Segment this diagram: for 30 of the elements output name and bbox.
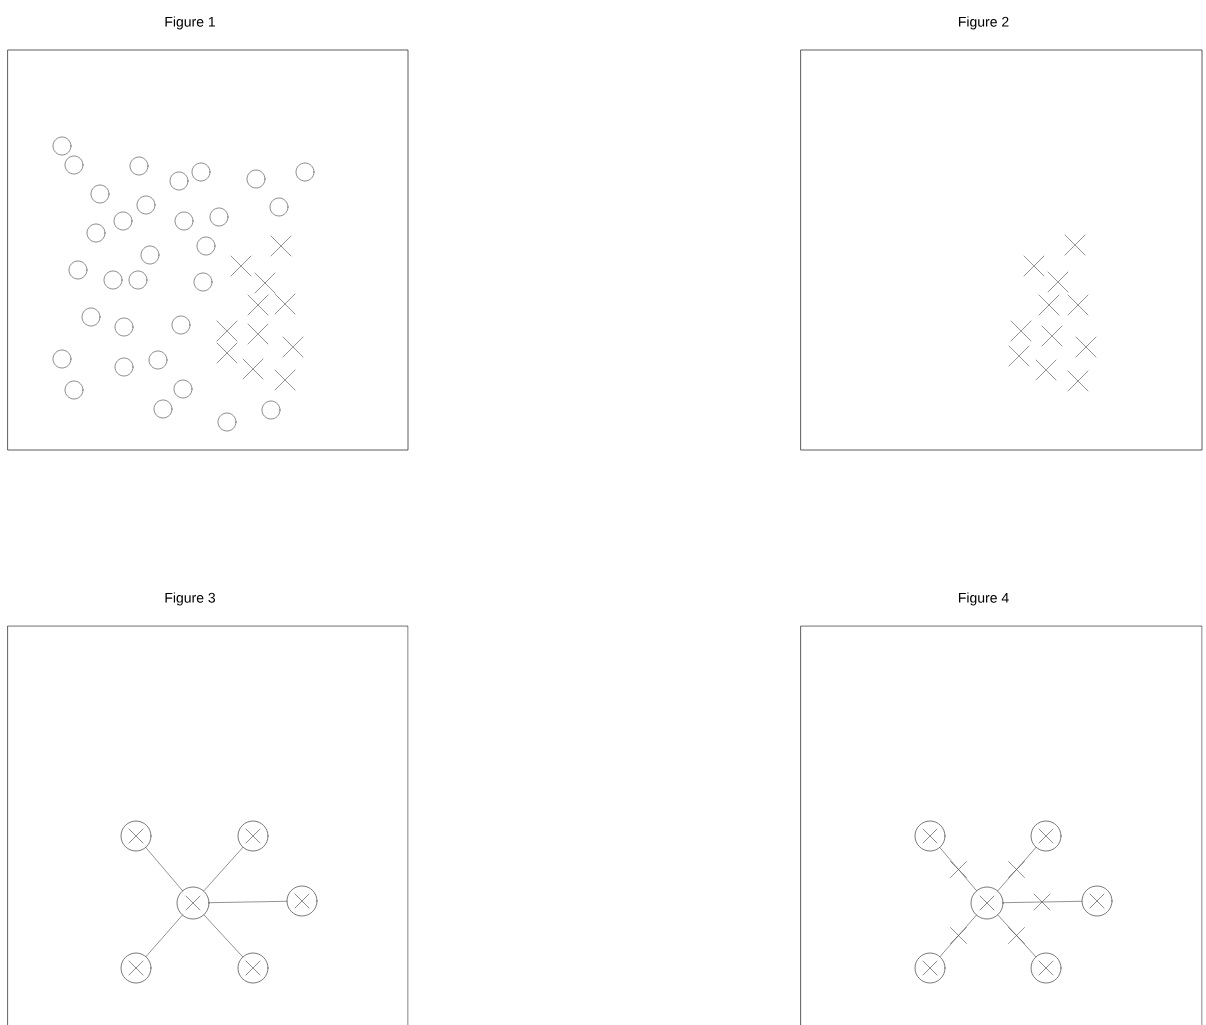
- connector-line: [1002, 901, 1083, 903]
- connector-line: [145, 847, 183, 892]
- panel-box: [800, 49, 1203, 451]
- panel-box: [7, 49, 409, 451]
- figure-heading: Figure 4: [959, 592, 1009, 606]
- figure-heading: Figure 1: [165, 16, 215, 30]
- crossed-circle: [237, 952, 269, 984]
- connector-line: [997, 914, 1037, 958]
- crossed-circle: [237, 820, 269, 852]
- crossed-circle: [176, 886, 210, 920]
- crossed-circle: [1081, 885, 1113, 917]
- figure-heading: Figure 3: [165, 592, 216, 606]
- crossed-circle: [970, 886, 1004, 920]
- crossed-circle: [1030, 952, 1062, 984]
- connector-line: [997, 846, 1037, 892]
- connector-line: [208, 901, 288, 903]
- connector-line: [203, 846, 244, 892]
- connector-line: [145, 914, 183, 958]
- crossed-circle: [1030, 820, 1062, 852]
- crossed-circle: [286, 885, 318, 917]
- crossed-circle: [914, 820, 946, 852]
- crossed-circle: [914, 952, 946, 984]
- crossed-circle: [120, 820, 152, 852]
- figure-heading: Figure 2: [959, 16, 1009, 30]
- connector-line: [939, 914, 977, 958]
- connector-line: [939, 847, 977, 892]
- panel-box: [800, 625, 1203, 1025]
- connector-line: [203, 914, 244, 958]
- crossed-circle: [120, 952, 152, 984]
- panel-box: [7, 625, 409, 1025]
